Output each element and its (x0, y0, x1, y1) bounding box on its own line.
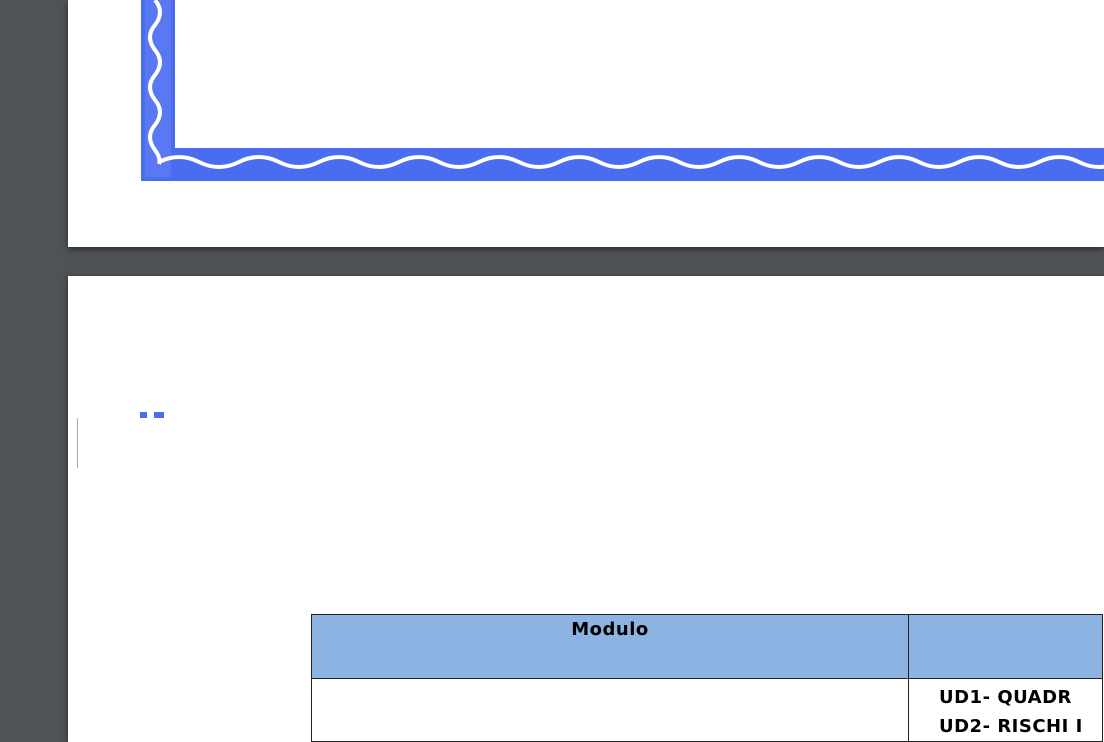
table-header-row: Modulo (311, 614, 1103, 679)
text-cursor (77, 418, 78, 468)
cell-units: UD1- QUADR UD2- RISCHI I (908, 678, 1103, 742)
decorative-wavy-border (141, 0, 1104, 181)
modules-table: Modulo UD1- QUADR UD2- RISCHI I (311, 614, 1103, 742)
header-modulo: Modulo (311, 614, 909, 679)
decorative-border-fragment (140, 412, 164, 418)
unit-line: UD2- RISCHI I (939, 716, 1083, 737)
header-units (908, 614, 1103, 679)
unit-line: UD1- QUADR (939, 687, 1072, 708)
document-page-2: Modulo UD1- QUADR UD2- RISCHI I (68, 276, 1104, 742)
cell-modulo (311, 678, 909, 742)
table-row: UD1- QUADR UD2- RISCHI I (311, 678, 1103, 742)
document-page-1 (68, 0, 1104, 247)
